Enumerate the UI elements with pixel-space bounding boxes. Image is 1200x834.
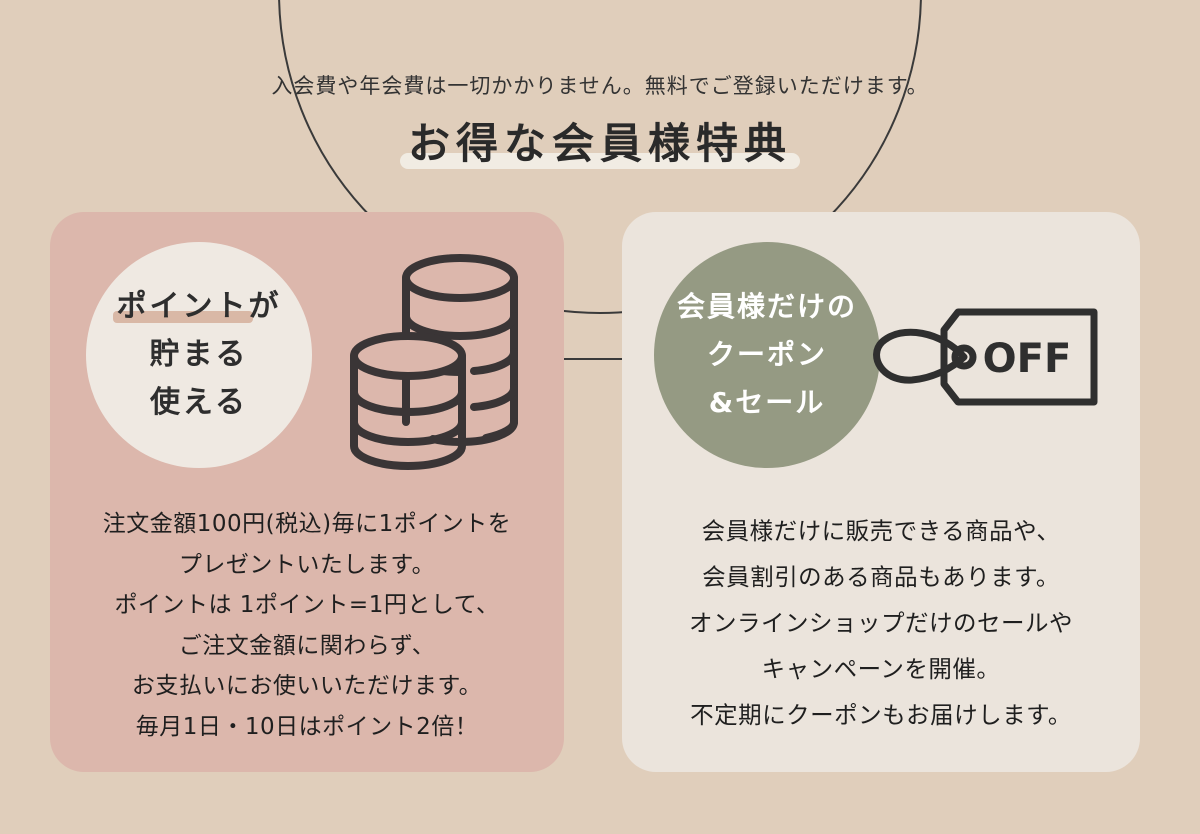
points-card: ポイントが 貯まる 使える 注文金額100円(税込)毎に1ポイントを プレゼント… bbox=[50, 212, 564, 772]
off-tag-text: OFF bbox=[983, 336, 1072, 382]
coupon-badge: 会員様だけの クーポン &セール bbox=[654, 242, 880, 468]
coupon-badge-line1: 会員様だけの bbox=[676, 290, 857, 323]
points-badge-line1-rest: が bbox=[248, 289, 282, 324]
coupon-desc-line: 会員割引のある商品もあります。 bbox=[702, 563, 1060, 591]
coupon-card: 会員様だけの クーポン &セール OFF 会員様だけに販売できる商品や、 会員割… bbox=[622, 212, 1140, 772]
header-subtitle: 入会費や年会費は一切かかりません。無料でご登録いただけます。 bbox=[271, 74, 929, 98]
coupon-desc-line: 会員様だけに販売できる商品や、 bbox=[701, 517, 1061, 545]
points-desc-line: ポイントは 1ポイント=1円として、 bbox=[114, 592, 500, 618]
page-title-text: お得な会員様特典 bbox=[407, 119, 792, 168]
points-desc-line: 毎月1日・10日はポイント2倍！ bbox=[135, 713, 479, 740]
points-desc-line: お支払いにお使いいただけます。 bbox=[131, 673, 483, 699]
coupon-desc-line: 不定期にクーポンもお届けします。 bbox=[690, 701, 1072, 729]
coupon-badge-text: 会員様だけの クーポン &セール bbox=[677, 283, 857, 427]
points-description: 注文金額100円(税込)毎に1ポイントを プレゼントいたします。 ポイントは 1… bbox=[50, 504, 564, 747]
points-badge-line1: ポイントが bbox=[112, 283, 282, 331]
points-badge-line3: 使える bbox=[149, 385, 249, 420]
card-connector-line bbox=[562, 358, 624, 360]
title-wrap: お得な会員様特典 bbox=[0, 110, 1200, 171]
points-badge-text: ポイントが 貯まる 使える bbox=[112, 283, 282, 427]
coupon-badge-line2: クーポン bbox=[706, 338, 827, 371]
page-title: お得な会員様特典 bbox=[399, 110, 800, 171]
off-tag-icon: OFF bbox=[873, 308, 1098, 406]
points-badge: ポイントが 貯まる 使える bbox=[86, 242, 312, 468]
coin-stack-icon bbox=[350, 254, 518, 471]
coupon-desc-line: オンラインショップだけのセールや bbox=[689, 609, 1073, 637]
coupon-desc-line: キャンペーンを開催。 bbox=[761, 655, 1001, 683]
points-desc-line: 注文金額100円(税込)毎に1ポイントを bbox=[102, 511, 512, 537]
points-badge-line2: 貯まる bbox=[149, 337, 249, 372]
header: 入会費や年会費は一切かかりません。無料でご登録いただけます。 お得な会員様特典 bbox=[0, 0, 1200, 200]
coupon-description: 会員様だけに販売できる商品や、 会員割引のある商品もあります。 オンラインショッ… bbox=[622, 508, 1140, 738]
points-desc-line: ご注文金額に関わらず、 bbox=[178, 632, 436, 659]
points-badge-highlight: ポイント bbox=[112, 283, 253, 331]
points-desc-line: プレゼントいたします。 bbox=[178, 551, 436, 578]
coupon-badge-line3: &セール bbox=[708, 386, 826, 419]
